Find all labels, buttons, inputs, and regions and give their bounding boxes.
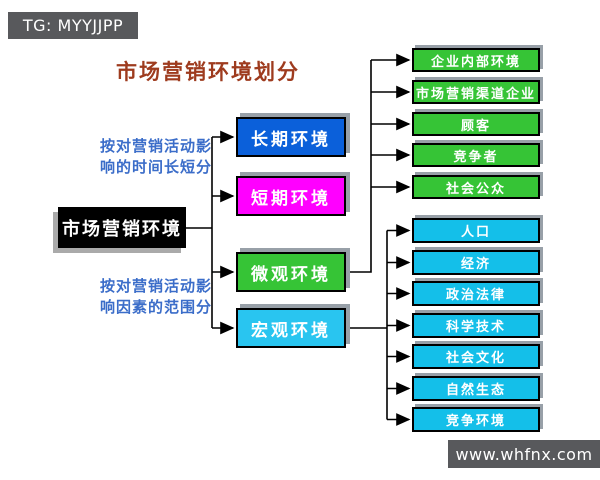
node-micro-child-0: 企业内部环境 xyxy=(412,48,540,72)
node-macro-child-3-label: 科学技术 xyxy=(445,320,506,335)
watermark-bottom-label: www.whfnx.com xyxy=(455,444,593,464)
page-title: 市场营销环境划分 xyxy=(116,60,300,84)
node-micro-child-1-label: 市场营销渠道企业 xyxy=(415,86,536,102)
node-long-term-env: 长期环境 xyxy=(236,117,346,157)
criteria-time-line2: 响的时间长短分 xyxy=(99,158,212,176)
node-micro-child-2: 顾客 xyxy=(412,112,540,136)
node-root: 市场营销环境 xyxy=(58,207,186,248)
node-macro-env-label: 宏观环境 xyxy=(251,320,331,341)
watermark-badge-top: TG: MYYJJPP xyxy=(8,12,138,39)
node-macro-child-1-label: 经济 xyxy=(460,257,491,272)
node-macro-child-4: 社会文化 xyxy=(412,344,540,369)
criteria-scope-line1: 按对营销活动影 xyxy=(99,277,212,295)
node-macro-child-0: 人口 xyxy=(412,218,540,243)
node-macro-child-2: 政治法律 xyxy=(412,281,540,306)
criteria-time-line1: 按对营销活动影 xyxy=(99,137,212,155)
node-short-term-env: 短期环境 xyxy=(236,176,346,216)
node-macro-child-0-label: 人口 xyxy=(460,225,491,240)
node-micro-child-2-label: 顾客 xyxy=(460,118,491,134)
node-micro-env: 微观环境 xyxy=(236,252,346,292)
node-macro-child-3: 科学技术 xyxy=(412,313,540,338)
node-macro-child-4-label: 社会文化 xyxy=(445,351,506,366)
node-micro-env-label: 微观环境 xyxy=(251,264,331,285)
watermark-badge-bottom: www.whfnx.com xyxy=(448,440,600,468)
node-micro-child-3: 竞争者 xyxy=(412,143,540,167)
node-macro-child-6-label: 竞争环境 xyxy=(445,414,506,429)
node-root-label: 市场营销环境 xyxy=(62,218,182,240)
node-micro-child-1: 市场营销渠道企业 xyxy=(412,80,540,104)
node-micro-child-3-label: 竞争者 xyxy=(453,149,499,165)
criteria-scope-line2: 响因素的范围分 xyxy=(99,298,212,316)
criteria-time-label: 按对营销活动影 响的时间长短分 xyxy=(92,136,220,178)
watermark-top-label: TG: MYYJJPP xyxy=(22,16,124,35)
node-long-term-env-label: 长期环境 xyxy=(251,129,331,150)
node-macro-child-5: 自然生态 xyxy=(412,376,540,401)
node-macro-child-2-label: 政治法律 xyxy=(445,288,506,303)
node-macro-child-1: 经济 xyxy=(412,250,540,275)
node-macro-env: 宏观环境 xyxy=(236,308,346,348)
node-micro-child-4: 社会公众 xyxy=(412,175,540,199)
node-short-term-env-label: 短期环境 xyxy=(251,188,331,209)
connector-line xyxy=(346,60,372,273)
node-micro-child-4-label: 社会公众 xyxy=(445,181,506,197)
node-macro-child-6: 竞争环境 xyxy=(412,407,540,432)
node-macro-child-5-label: 自然生态 xyxy=(445,383,506,398)
node-micro-child-0-label: 企业内部环境 xyxy=(430,54,521,70)
criteria-scope-label: 按对营销活动影 响因素的范围分 xyxy=(92,276,220,318)
